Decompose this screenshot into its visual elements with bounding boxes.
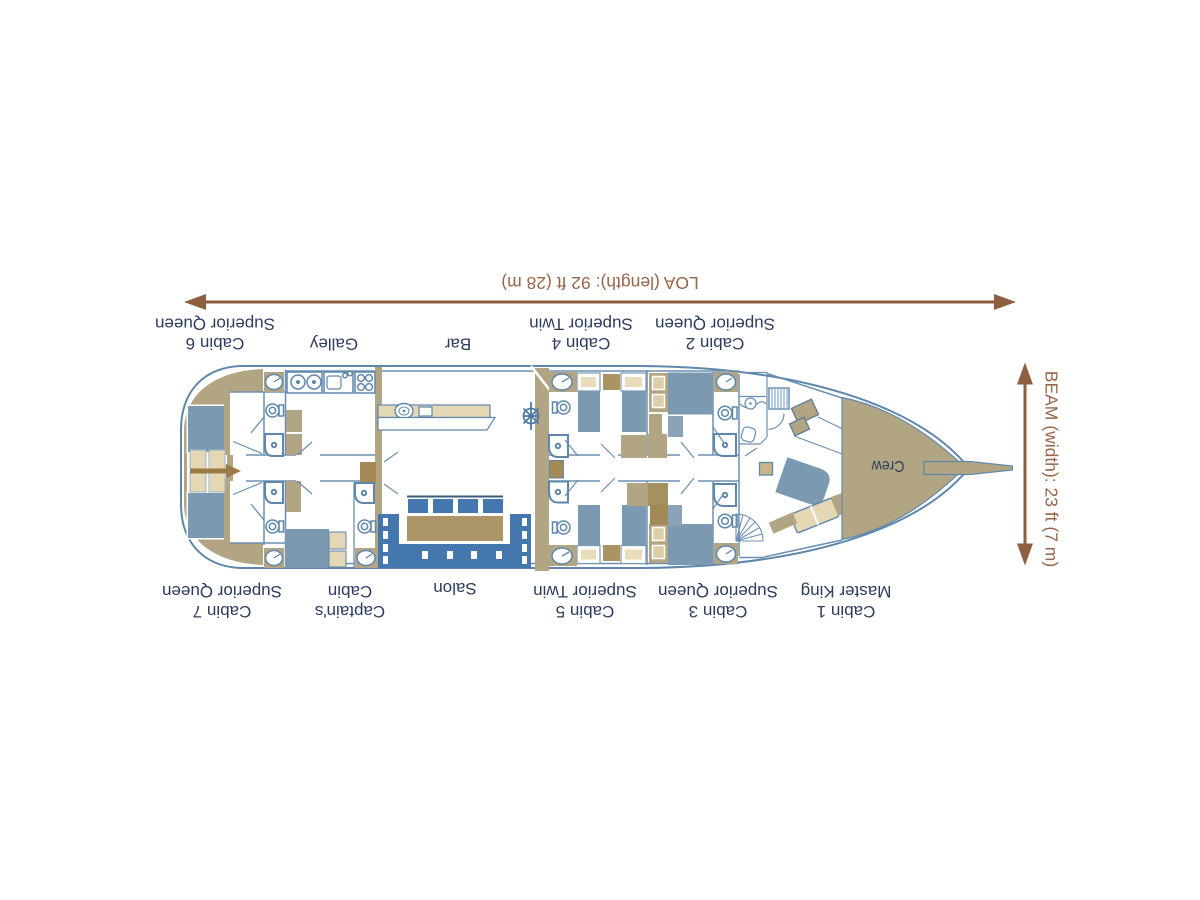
svg-text:Superior Queen: Superior Queen	[655, 315, 775, 334]
svg-text:Superior Queen: Superior Queen	[155, 315, 275, 334]
svg-text:Cabin 4: Cabin 4	[552, 334, 611, 353]
svg-text:Cabin: Cabin	[328, 582, 372, 601]
svg-text:Crew: Crew	[871, 457, 904, 474]
svg-text:Cabin 3: Cabin 3	[689, 602, 748, 621]
svg-text:Superior Twin: Superior Twin	[529, 315, 633, 334]
svg-text:Cabin 5: Cabin 5	[556, 602, 615, 621]
svg-text:Superior Queen: Superior Queen	[658, 582, 778, 601]
svg-text:Master King: Master King	[801, 582, 892, 601]
svg-text:Superior Twin: Superior Twin	[533, 582, 637, 601]
svg-text:LOA (length): 92 ft (28 m): LOA (length): 92 ft (28 m)	[501, 273, 698, 293]
svg-text:Captain's: Captain's	[315, 602, 385, 621]
svg-text:Cabin 2: Cabin 2	[686, 334, 745, 353]
svg-text:Cabin 1: Cabin 1	[817, 602, 876, 621]
svg-text:Superior Queen: Superior Queen	[162, 582, 282, 601]
svg-text:Bar: Bar	[444, 335, 471, 354]
svg-text:Cabin 6: Cabin 6	[186, 334, 245, 353]
svg-text:Salon: Salon	[433, 579, 476, 598]
svg-text:Cabin 7: Cabin 7	[193, 602, 252, 621]
svg-text:BEAM (width): 23 ft (7 m): BEAM (width): 23 ft (7 m)	[1042, 371, 1062, 567]
svg-text:Galley: Galley	[309, 335, 358, 354]
